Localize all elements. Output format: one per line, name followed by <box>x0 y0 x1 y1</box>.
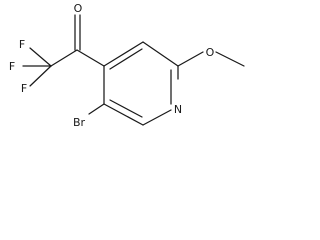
bond-cf3-f-bottom <box>29 65 52 87</box>
bond-ring-n-c6 <box>142 109 172 126</box>
bond-ring-c4-c3-inner <box>109 48 143 70</box>
atom-label-nitrogen-ring: N <box>174 103 182 116</box>
bond-cf3-carbonyl <box>50 49 78 67</box>
atom-label-oxygen-carbonyl: O <box>74 2 83 15</box>
bond-ring-c3-c2 <box>142 41 179 67</box>
atom-labels: O F F F O N Br <box>9 2 215 129</box>
bond-ring-c6-c5 <box>103 103 144 126</box>
bond-carbonyl-ring <box>76 49 105 67</box>
bond-ring-c6-c5-inner <box>109 99 143 118</box>
atom-label-fluorine-top: F <box>19 38 25 51</box>
atom-label-oxygen-methoxy: O <box>206 46 215 59</box>
atom-label-fluorine-bottom: F <box>21 82 27 95</box>
atom-label-fluorine-left: F <box>9 60 15 73</box>
bonds <box>22 14 245 126</box>
bond-c5-br <box>88 103 105 115</box>
atom-label-bromine: Br <box>73 116 86 129</box>
chemical-structure: O F F F O N Br <box>9 2 245 129</box>
bond-o-methyl <box>215 51 245 67</box>
bond-cf3-f-top <box>29 47 52 67</box>
bond-ring-c4-c3 <box>103 41 144 67</box>
bond-c2-o-methoxy <box>177 51 204 67</box>
